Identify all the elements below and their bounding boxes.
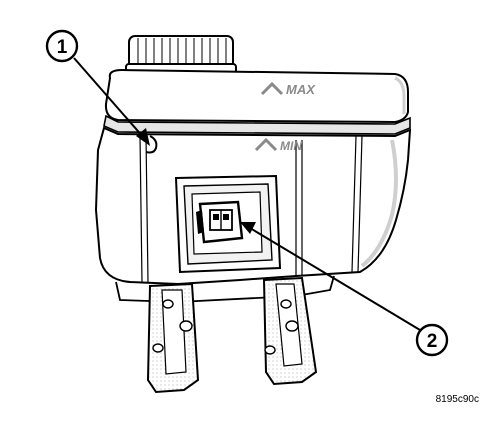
mounting-bracket-right [262,276,318,386]
callout-1-leader [73,57,145,139]
filler-cap [125,35,237,75]
level-sensor-connector [196,200,244,244]
min-level-mark: MIN [280,139,302,153]
max-level-mark: MAX [286,82,316,97]
callout-1-arrowhead-icon [136,128,150,146]
min-arrow-icon [254,137,278,152]
callout-2-number: 2 [427,331,438,352]
callout-2: 2 [240,222,449,357]
figure-code: 8195c90c [435,394,479,405]
callout-1: 1 [45,29,150,146]
callout-1-number: 1 [57,37,68,58]
callout-2-leader [249,227,421,331]
mounting-bracket-left [146,282,200,394]
max-arrow-icon [260,81,284,96]
callout-2-arrowhead-icon [240,222,256,234]
